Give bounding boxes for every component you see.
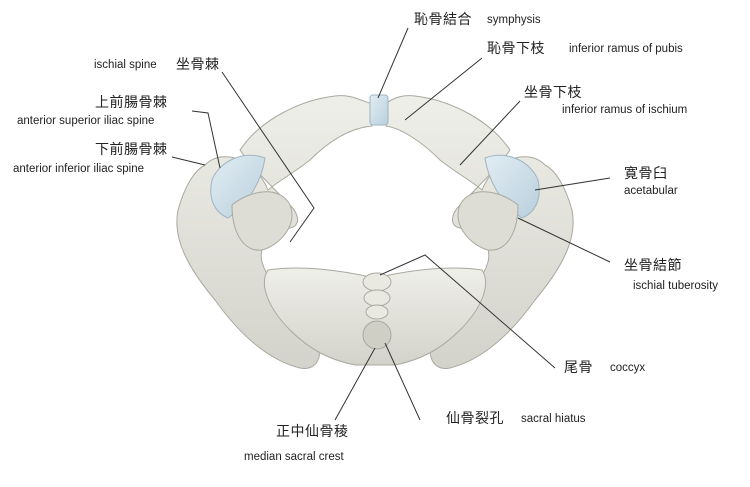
- median-crest-jp-label: 正中仙骨稜: [276, 424, 349, 440]
- sacral-hiatus-jp-label: 仙骨裂孔: [446, 411, 504, 427]
- right-ischium: [457, 191, 519, 251]
- ischial-tub-jp-label: 坐骨結節: [624, 258, 682, 274]
- inf-ramus-pubis-jp-label: 恥骨下枝: [487, 41, 545, 57]
- aiis-jp-label: 下前腸骨棘: [95, 142, 168, 158]
- coccyx-segment-1: [362, 272, 392, 292]
- ischial-tub-en-label: ischial tuberosity: [633, 280, 719, 292]
- coccyx-segment-3: [365, 304, 389, 320]
- symphysis-jp-label: 恥骨結合: [414, 12, 472, 28]
- inf-ramus-isch-en-label: inferior ramus of ischium: [562, 104, 688, 116]
- inf-ramus-isch-jp-label: 坐骨下枝: [524, 85, 582, 101]
- acetabular-jp-label: 寛骨臼: [624, 166, 668, 182]
- left-ischium: [231, 191, 293, 251]
- coccyx-segment-2: [363, 289, 391, 307]
- leader-lines: [171, 27, 611, 421]
- aiis-en-label: anterior inferior iliac spine: [13, 163, 145, 175]
- sacral-hiatus-shape: [362, 320, 392, 350]
- ischial-spine-jp-label: 坐骨棘: [176, 57, 220, 73]
- left-acetabulum: [210, 154, 266, 219]
- median-crest-en-label: median sacral crest: [244, 451, 344, 463]
- coccyx-en-label: coccyx: [610, 362, 646, 374]
- right-acetabulum: [484, 154, 540, 219]
- acetabular-en-label: acetabular: [624, 185, 678, 197]
- asis-en-label: anterior superior iliac spine: [17, 115, 155, 127]
- asis-jp-label: 上前腸骨棘: [95, 95, 168, 111]
- inf-ramus-pubis-en-label: inferior ramus of pubis: [569, 43, 683, 55]
- sacral-hiatus-en-label: sacral hiatus: [521, 413, 586, 425]
- ischial-spine-en-label: ischial spine: [94, 59, 157, 71]
- coccyx-jp-label: 尾骨: [564, 360, 593, 376]
- symphysis-cartilage: [369, 94, 389, 126]
- symphysis-en-label: symphysis: [487, 14, 541, 26]
